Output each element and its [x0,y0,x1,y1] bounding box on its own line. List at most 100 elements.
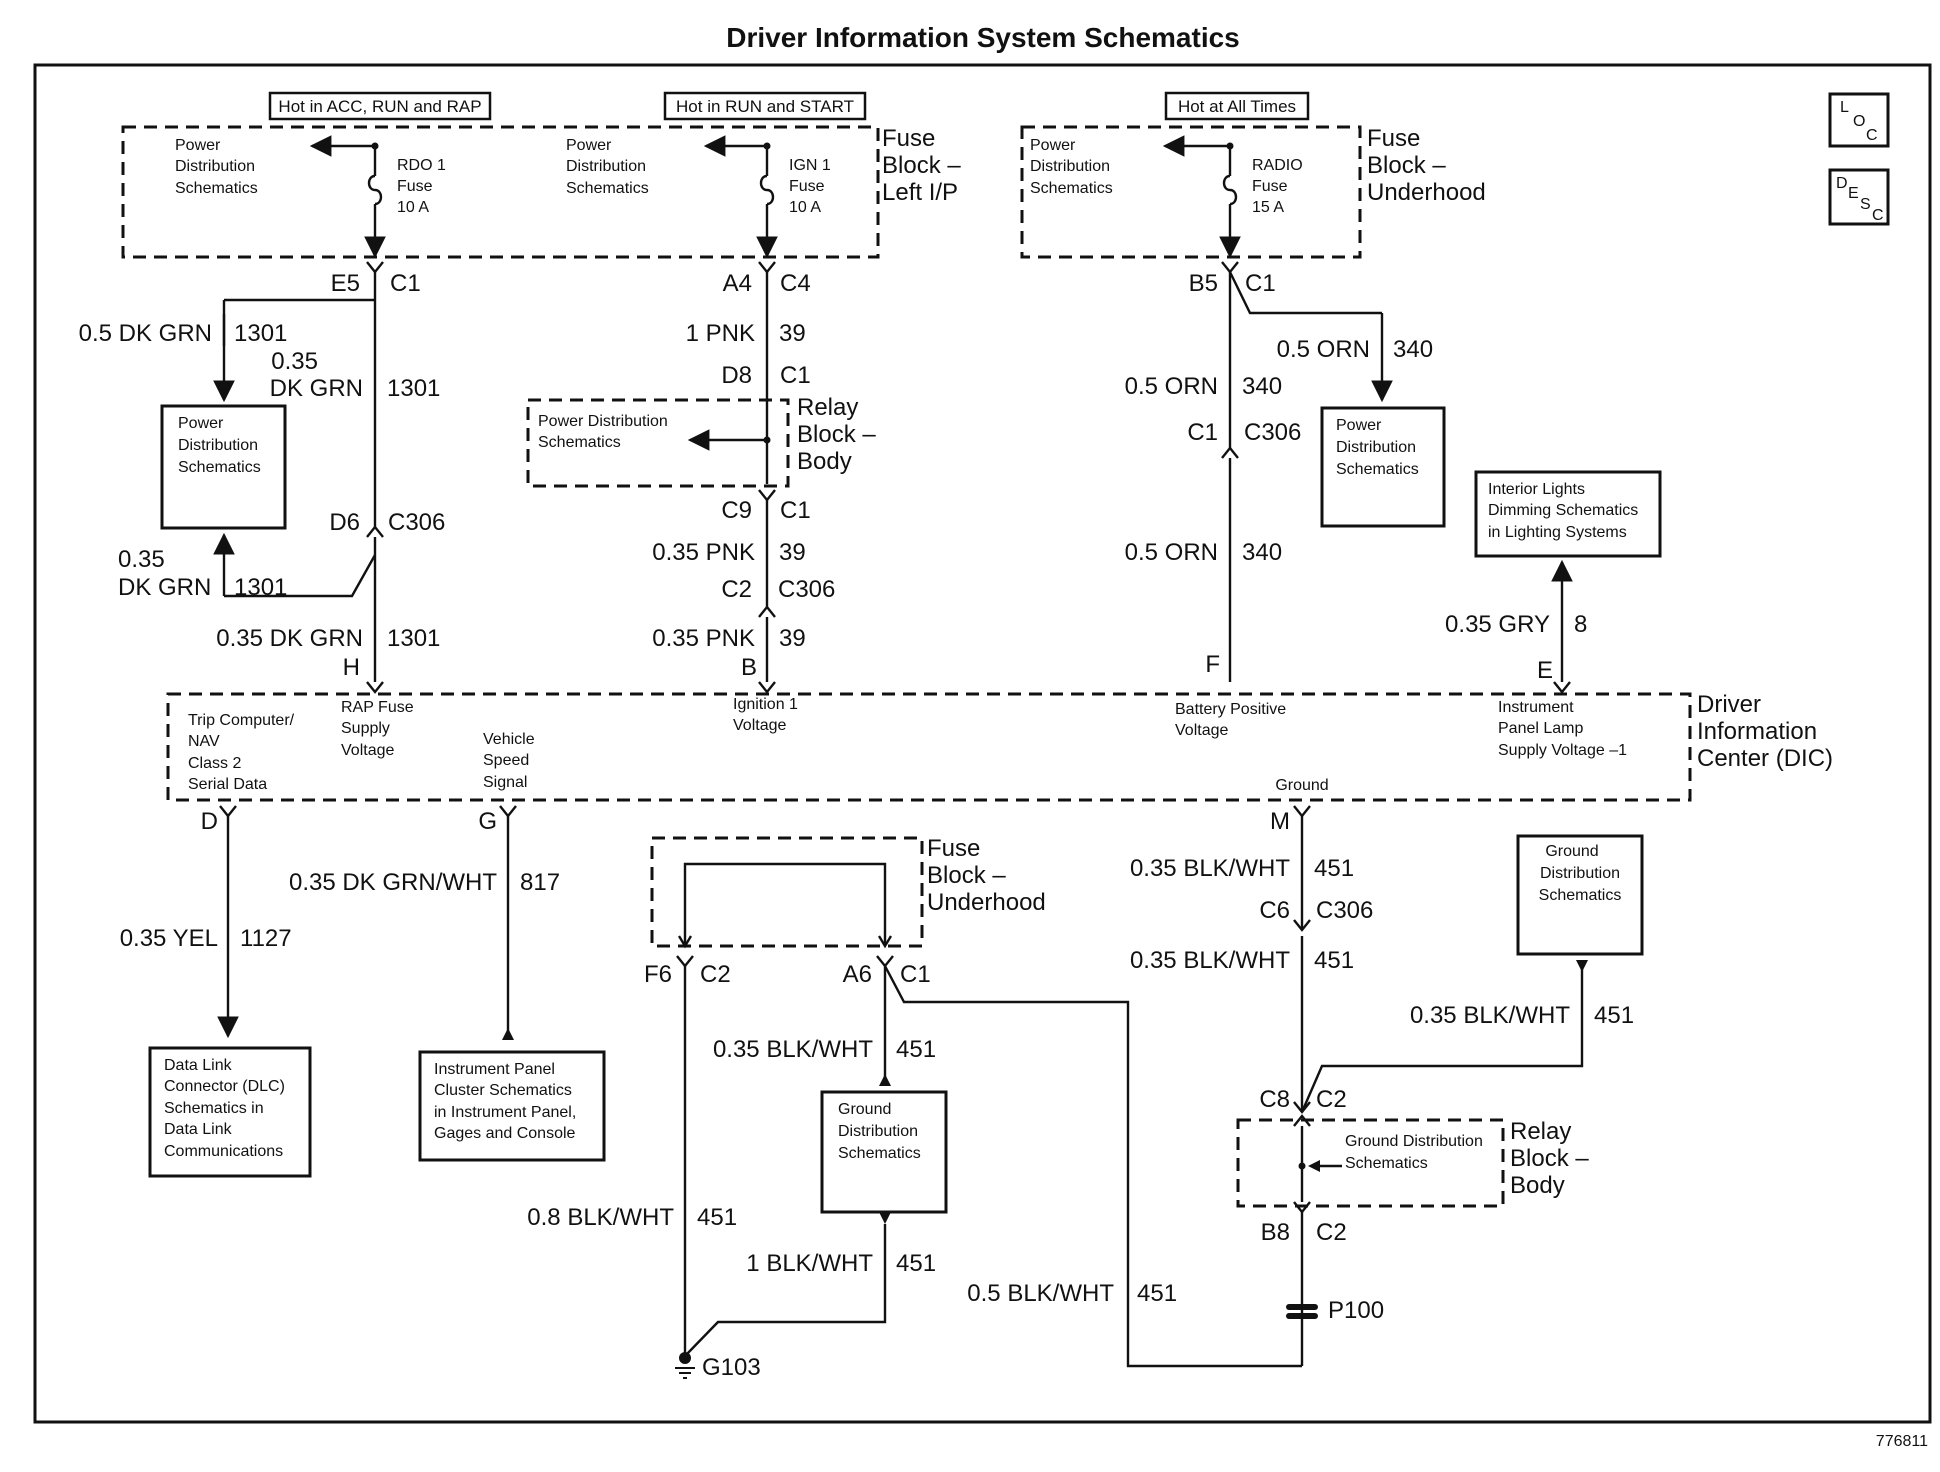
svg-text:Left I/P: Left I/P [882,179,958,206]
wire-label-1301b: 1301 [387,375,440,402]
hot-label-run-start: Hot in RUN and START [663,91,867,121]
conn-C2-b8: C2 [1316,1219,1347,1246]
wire-label-035gry: 0.35 GRY [1445,611,1550,638]
svg-text:RADIO: RADIO [1252,157,1303,174]
svg-text:Driver: Driver [1697,691,1761,718]
svg-text:Block –: Block – [1367,152,1446,179]
svg-text:Panel Lamp: Panel Lamp [1498,720,1583,737]
wire-label-08blkwht: 0.8 BLK/WHT [527,1204,674,1231]
svg-text:Schematics: Schematics [1345,1155,1428,1172]
svg-text:Distribution: Distribution [175,158,255,175]
wire-label-035b: 0.35 [118,546,165,573]
svg-text:Schematics: Schematics [1030,180,1113,197]
svg-text:Ground: Ground [838,1101,891,1118]
circuit-1127 [217,805,239,1039]
conn-C306-d6: C306 [388,509,445,536]
conn-A6: A6 [843,961,872,988]
wire-label-1301d: 1301 [387,625,440,652]
interior-lights-label: Interior Lights Dimming Schematics in Li… [1488,481,1638,541]
circuit-1301 [213,261,384,694]
svg-text:Instrument Panel: Instrument Panel [434,1061,555,1078]
svg-text:E: E [1848,185,1859,202]
svg-text:Fuse: Fuse [397,178,433,195]
conn-C1-c9: C1 [780,497,811,524]
dic-pin-rap-fuse: RAP Fuse Supply Voltage [341,699,414,759]
svg-text:Supply Voltage –1: Supply Voltage –1 [1498,742,1627,759]
wire-label-451-r: 451 [1594,1002,1634,1029]
wire-label-451-m1: 451 [1314,855,1354,882]
interior-lights-box [1474,470,1662,558]
g103-ground-icon [675,1352,695,1379]
conn-C8: C8 [1259,1086,1290,1113]
ign1-fuse: IGN 1 Fuse 10 A [703,135,831,259]
svg-text:Ground Distribution: Ground Distribution [1345,1133,1483,1150]
svg-text:C: C [1866,127,1878,144]
svg-text:Battery Positive: Battery Positive [1175,701,1286,718]
svg-text:Cluster Schematics: Cluster Schematics [434,1082,572,1099]
svg-text:D: D [1836,175,1848,192]
wire-label-035yel: 0.35 YEL [120,925,218,952]
svg-text:Hot in RUN and START: Hot in RUN and START [676,97,854,116]
svg-text:Relay: Relay [1510,1118,1571,1145]
conn-G: G [478,808,497,835]
dic-pin-ignition: Ignition 1 Voltage [733,696,798,734]
conn-E: E [1537,657,1553,684]
conn-C4: C4 [780,270,811,297]
svg-text:Dimming Schematics: Dimming Schematics [1488,502,1638,519]
figure-id: 776811 [1876,1433,1928,1450]
svg-text:Hot at All Times: Hot at All Times [1178,97,1296,116]
svg-text:Power Distribution: Power Distribution [538,413,668,430]
wire-label-05dkgrn: 0.5 DK GRN [79,320,212,347]
wire-label-035blkwht-m2: 0.35 BLK/WHT [1130,947,1290,974]
svg-text:10 A: 10 A [397,199,429,216]
wire-label-035a: 0.35 [271,348,318,375]
hot-label-acc-run-rap: Hot in ACC, RUN and RAP [268,91,492,121]
wire-label-dkgrnwht: 0.35 DK GRN/WHT [289,869,497,896]
circuit-39 [687,261,776,694]
wire-label-39b: 39 [779,539,806,566]
svg-text:Schematics: Schematics [566,180,649,197]
gds-box-right [1516,834,1644,956]
relay-block-body-label: Relay Block – Body [797,394,876,475]
p100-splice-icon [1286,1304,1318,1319]
gds-box-mid [820,1090,948,1214]
svg-text:Serial Data: Serial Data [188,776,267,793]
svg-text:Body: Body [797,448,852,475]
wire-label-035pnk-a: 0.35 PNK [652,539,755,566]
svg-text:RDO 1: RDO 1 [397,157,446,174]
wire-label-035blkwht-m1: 0.35 BLK/WHT [1130,855,1290,882]
pds-label-rdo1: Power Distribution Schematics [175,137,258,197]
svg-text:Schematics: Schematics [838,1145,921,1162]
wire-label-1127: 1127 [240,925,292,952]
conn-B: B [741,654,757,681]
svg-text:Underhood: Underhood [1367,179,1486,206]
conn-C1-e5: C1 [390,270,421,297]
svg-text:Data Link: Data Link [164,1121,233,1138]
svg-text:Block –: Block – [1510,1145,1589,1172]
svg-text:Schematics in: Schematics in [164,1100,264,1117]
fuse-block-ip-label: Fuse Block – Left I/P [882,125,961,206]
svg-text:Speed: Speed [483,752,529,769]
page-title: Driver Information System Schematics [726,22,1240,53]
svg-text:Gages and Console: Gages and Console [434,1125,576,1142]
svg-text:Voltage: Voltage [341,742,394,759]
wire-label-451-a6: 451 [896,1036,936,1063]
svg-text:C: C [1872,207,1884,224]
desc-icon[interactable]: D E S C [1828,168,1890,226]
dic-outline [166,692,1692,802]
ground-circuit-m [1293,805,1588,1366]
svg-text:Power: Power [1030,137,1076,154]
svg-text:Power: Power [175,137,221,154]
loc-icon[interactable]: L O C [1828,92,1890,148]
wire-label-451-05: 451 [1137,1280,1177,1307]
fuse-block-ip-outline [121,125,880,259]
svg-text:Fuse: Fuse [789,178,825,195]
svg-text:Trip Computer/: Trip Computer/ [188,712,295,729]
dic-pin-panel-lamp: Instrument Panel Lamp Supply Voltage –1 [1498,699,1627,759]
svg-text:Relay: Relay [797,394,858,421]
pds-box-right-label: Power Distribution Schematics [1336,417,1419,478]
conn-C2-c8: C2 [1316,1086,1347,1113]
conn-C9: C9 [721,497,752,524]
wire-label-1301c: 1301 [234,574,287,601]
conn-C306-340: C306 [1244,419,1301,446]
